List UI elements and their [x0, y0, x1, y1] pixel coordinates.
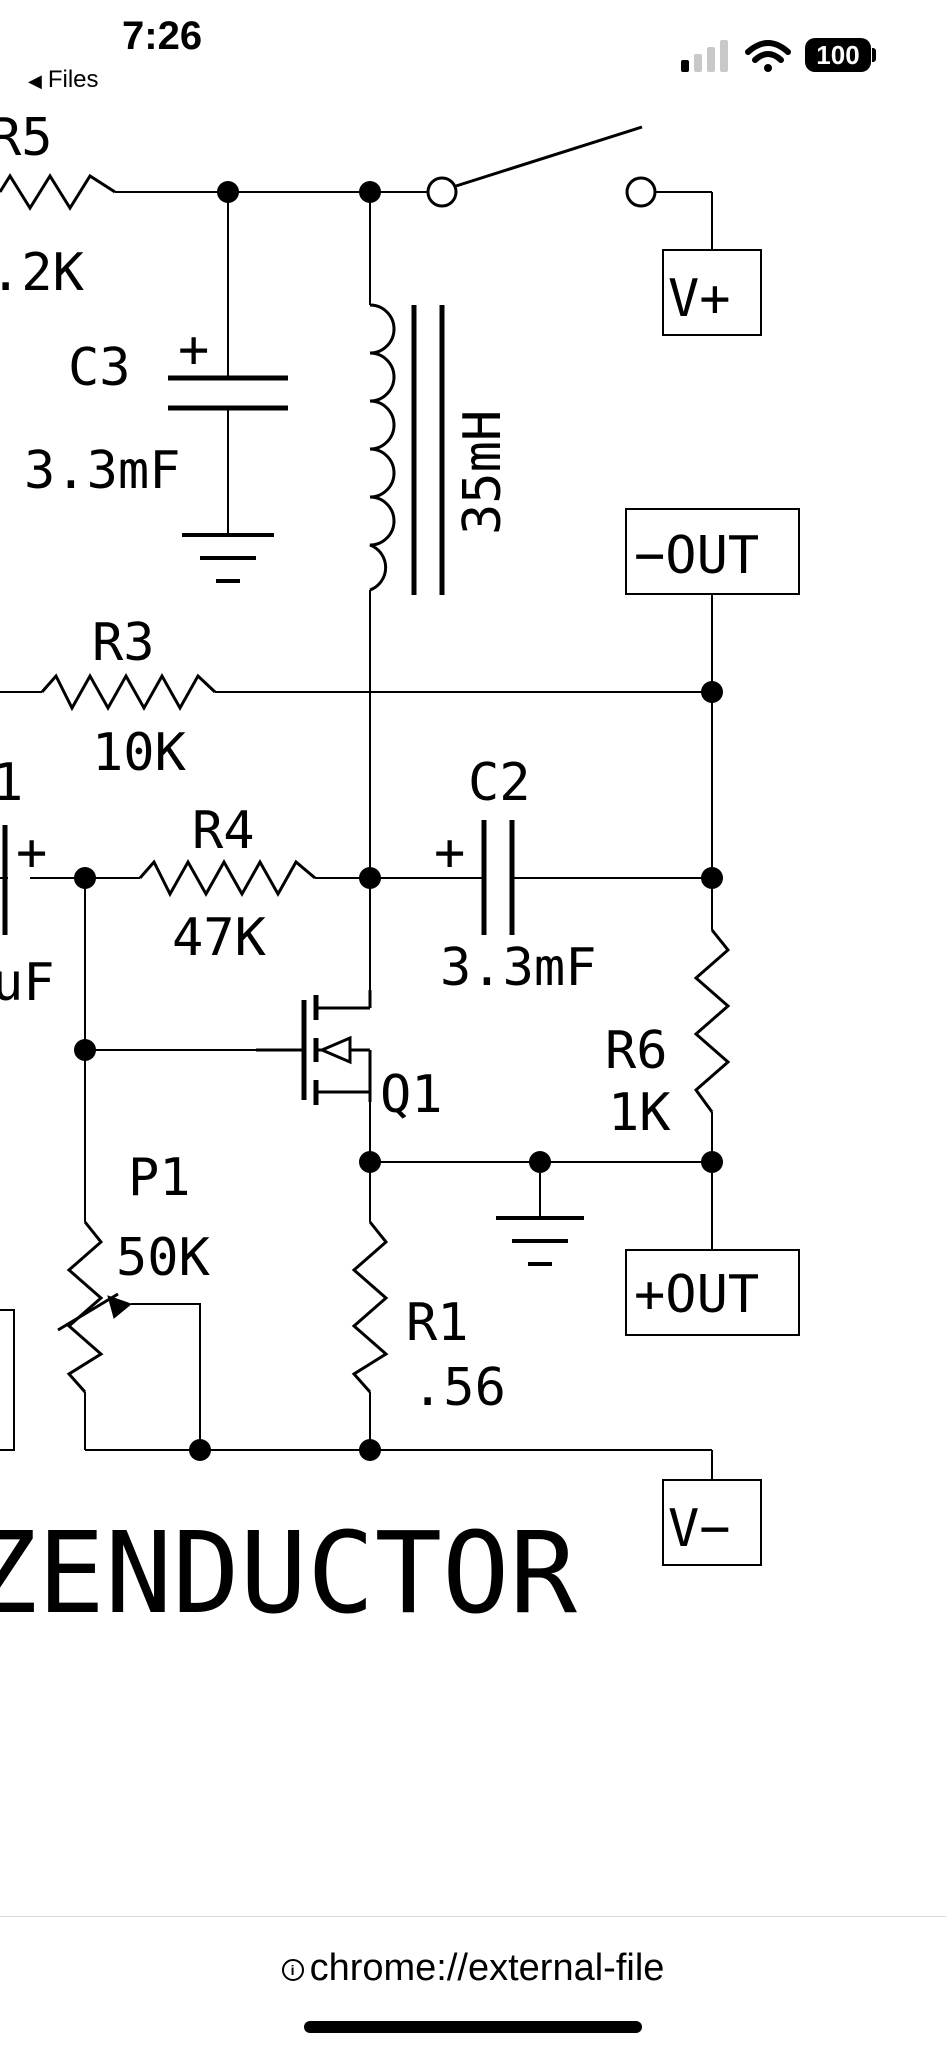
home-indicator[interactable] [304, 2021, 642, 2033]
back-to-files-link[interactable]: ◀Files [28, 66, 99, 94]
label-r3: R3 [92, 613, 155, 673]
component-labels: R5 .2K C3 + 3.3mF 35mH V+ −OUT R3 10K 1 … [0, 108, 759, 1639]
wifi-icon [745, 40, 791, 72]
ground-symbols [182, 533, 584, 1266]
url-text: chrome://external-file [309, 1947, 665, 1989]
label-v-minus: V− [668, 1499, 731, 1559]
label-r5: R5 [0, 108, 53, 168]
battery-icon: 100 [805, 38, 871, 72]
label-r6-value: 1K [608, 1083, 671, 1143]
label-r5-value: .2K [0, 243, 85, 303]
status-bar: 7:26 ◀Files 100 [0, 0, 946, 93]
label-plus-out: +OUT [634, 1265, 759, 1325]
label-c1-value-partial: uF [0, 953, 55, 1013]
label-c1-plus: + [16, 823, 47, 883]
switch [426, 125, 657, 208]
capacitor-leads [227, 373, 530, 879]
label-p1-value: 50K [116, 1228, 211, 1288]
status-icons [681, 40, 791, 72]
schematic-image: R5 .2K C3 + 3.3mF 35mH V+ −OUT R3 10K 1 … [0, 80, 946, 1920]
label-r3-value: 10K [92, 723, 187, 783]
mosfet-q1 [256, 990, 372, 1105]
mosfet-arrow [318, 1035, 352, 1065]
label-p1: P1 [128, 1148, 191, 1208]
label-c3-value: 3.3mF [24, 441, 181, 501]
label-c2-plus: + [434, 823, 465, 883]
inductor [369, 303, 445, 595]
back-label: Files [47, 66, 99, 93]
left-triangle-icon: ◀ [28, 71, 42, 91]
schematic-diagram: R5 .2K C3 + 3.3mF 35mH V+ −OUT R3 10K 1 … [0, 108, 800, 1639]
info-icon[interactable]: i [281, 1958, 304, 1981]
resistors [0, 173, 731, 1393]
label-c1-partial: 1 [0, 753, 23, 813]
label-c3: C3 [68, 338, 131, 398]
label-r1-value: .56 [412, 1358, 506, 1418]
label-c2-value: 3.3mF [440, 938, 597, 998]
label-r4: R4 [192, 801, 255, 861]
label-inductor-value: 35mH [453, 410, 513, 535]
junction-dots [74, 181, 723, 1461]
potentiometer-wiper-arrow [107, 1295, 133, 1319]
label-minus-out: −OUT [634, 526, 759, 586]
schematic-title: ZENDUCTOR [0, 1509, 577, 1639]
status-time: 7:26 [122, 14, 203, 58]
label-q1: Q1 [380, 1065, 443, 1125]
label-r1: R1 [406, 1293, 469, 1353]
label-v-plus: V+ [668, 269, 731, 329]
cellular-signal-icon [681, 40, 728, 72]
label-r6: R6 [605, 1021, 668, 1081]
battery-tip [872, 48, 876, 62]
label-c2: C2 [468, 753, 531, 813]
terminal-boxes [0, 249, 800, 1566]
label-c3-plus: + [178, 320, 209, 380]
label-r4-value: 47K [172, 908, 267, 968]
